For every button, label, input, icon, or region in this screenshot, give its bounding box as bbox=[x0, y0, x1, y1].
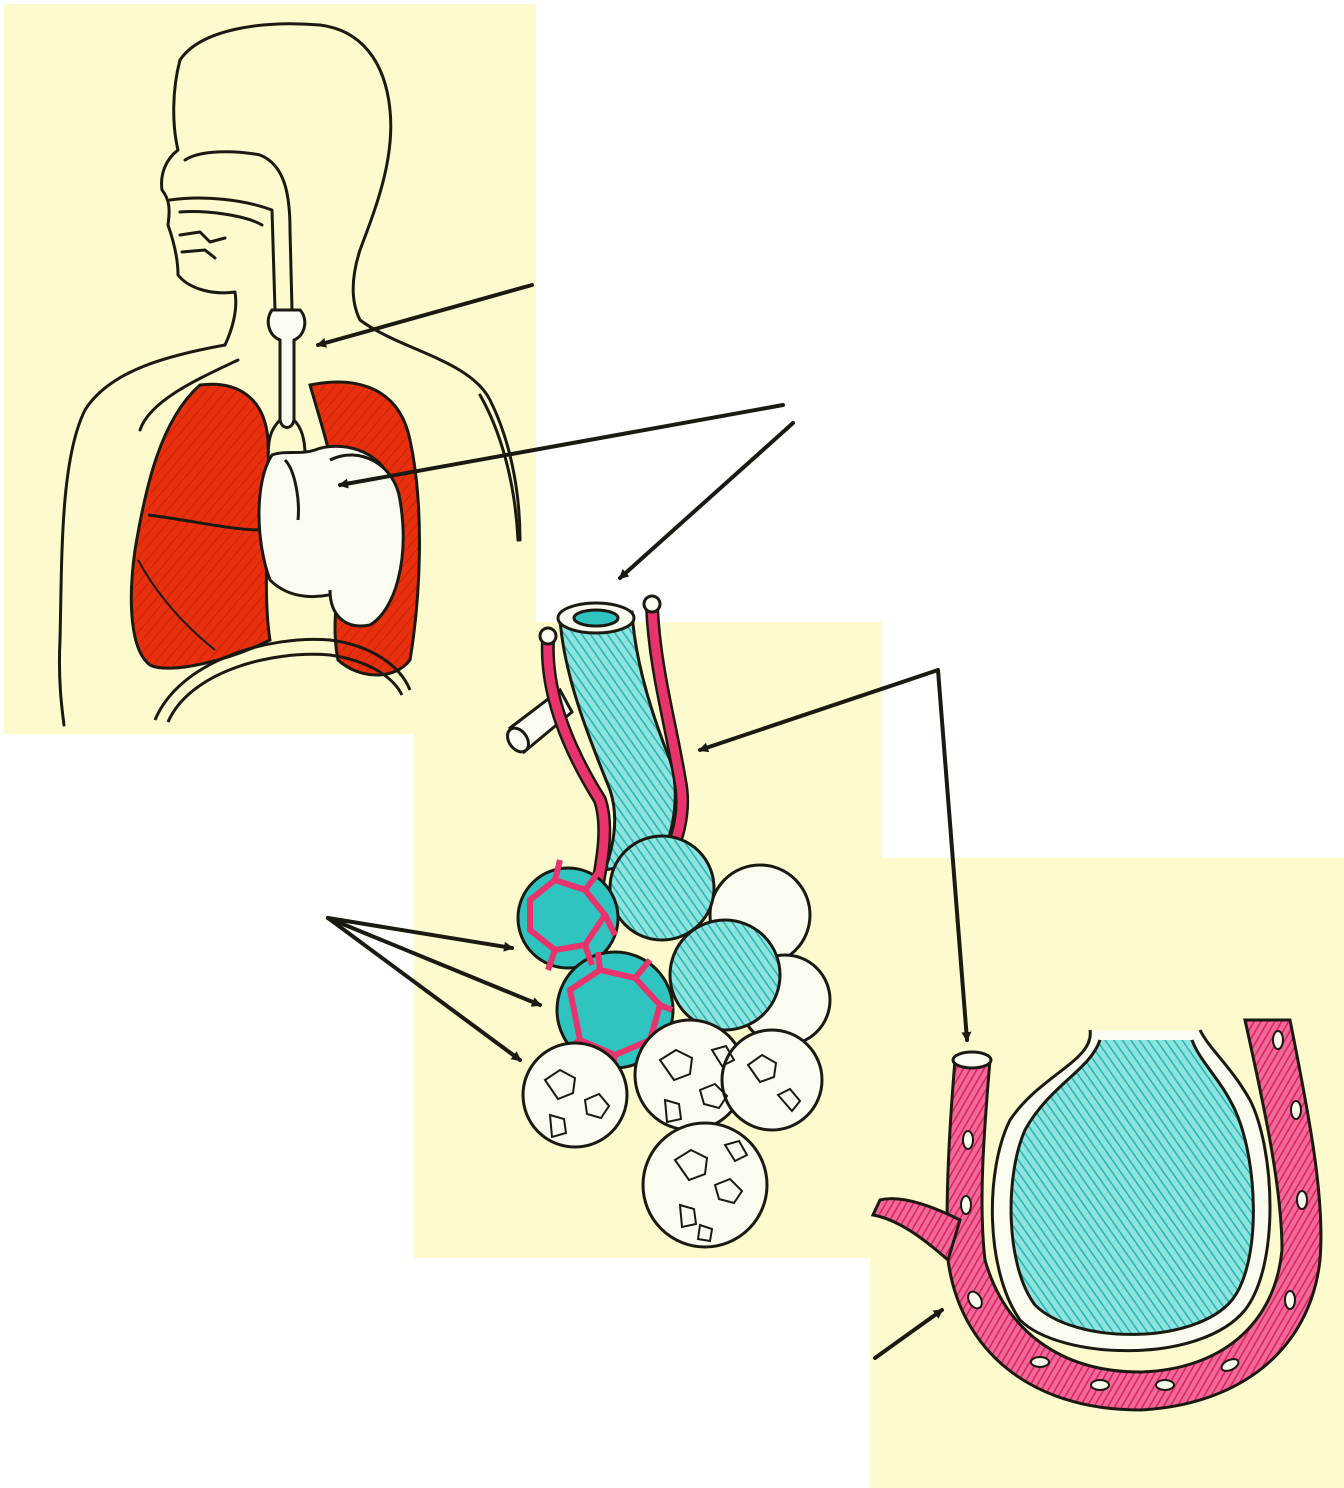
arrow-alveoli-2 bbox=[328, 918, 540, 1005]
alveoli-cluster bbox=[518, 836, 830, 1247]
arrow-vessel-fork bbox=[700, 670, 938, 750]
arrow-alveoli-3 bbox=[328, 918, 520, 1060]
heart bbox=[259, 446, 403, 626]
trachea bbox=[268, 310, 305, 460]
arrow-trachea bbox=[318, 285, 532, 345]
arrow-alveoli-1 bbox=[328, 918, 512, 948]
arrow-capillary-drop bbox=[938, 670, 967, 1040]
left-lung bbox=[131, 384, 270, 668]
arrow-capillary-wall bbox=[875, 1310, 942, 1358]
nasal-oral-airway bbox=[170, 152, 292, 310]
alveolus-sac bbox=[992, 1030, 1270, 1351]
arrow-bronchiole bbox=[620, 423, 793, 578]
